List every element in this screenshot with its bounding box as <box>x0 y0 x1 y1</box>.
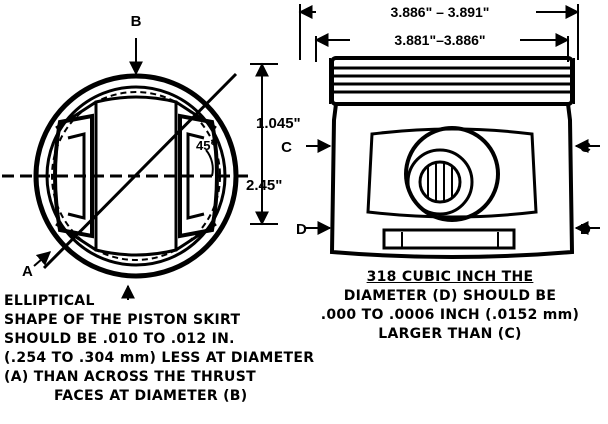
pin-boss-window <box>366 127 538 219</box>
note-line: .000 TO .0006 INCH (.0152 mm) <box>320 307 580 323</box>
note-line: FACES AT DIAMETER (B) <box>54 388 248 404</box>
piston-skirt <box>329 103 575 259</box>
note-line: LARGER THAN (C) <box>378 326 522 342</box>
note-title: 318 CUBIC INCH THE <box>366 269 534 285</box>
label-outer-diameter: 3.886" – 3.891" <box>391 4 490 20</box>
label-a: A <box>22 263 33 280</box>
note-line: ELLIPTICAL <box>4 293 95 309</box>
skirt-slot <box>382 228 516 250</box>
label-b: B <box>131 13 142 30</box>
ring-lands <box>330 56 574 106</box>
label-d-right: D <box>580 221 591 238</box>
angle-arc <box>205 149 214 177</box>
label-angle: 45° <box>196 138 216 153</box>
piston-side-view <box>329 56 575 259</box>
wrist-pin-boss-outer <box>404 126 500 222</box>
label-d-left: D <box>296 221 307 238</box>
wrist-pin-boss-inner <box>406 148 474 216</box>
label-inner-diameter: 3.881"–3.886" <box>394 32 485 48</box>
skirt-spec-note: ELLIPTICAL SHAPE OF THE PISTON SKIRT SHO… <box>4 292 314 406</box>
note-line: (A) THAN ACROSS THE THRUST <box>4 369 256 385</box>
label-dim-lower: 2.45" <box>246 177 282 194</box>
arrow-a <box>33 251 52 267</box>
diameter-spec-note: 318 CUBIC INCH THE DIAMETER (D) SHOULD B… <box>300 268 600 344</box>
label-c-right: C <box>580 139 591 156</box>
note-line: DIAMETER (D) SHOULD BE <box>343 288 557 304</box>
diagonal-a-line <box>42 72 238 270</box>
label-dim-upper: 1.045" <box>256 115 301 132</box>
note-line: (.254 TO .304 mm) LESS AT DIAMETER <box>4 350 315 366</box>
note-line: SHAPE OF THE PISTON SKIRT <box>4 312 241 328</box>
note-line: SHOULD BE .010 TO .012 IN. <box>4 331 235 347</box>
wrist-pin-bore <box>418 160 462 204</box>
label-c-left: C <box>281 139 292 156</box>
